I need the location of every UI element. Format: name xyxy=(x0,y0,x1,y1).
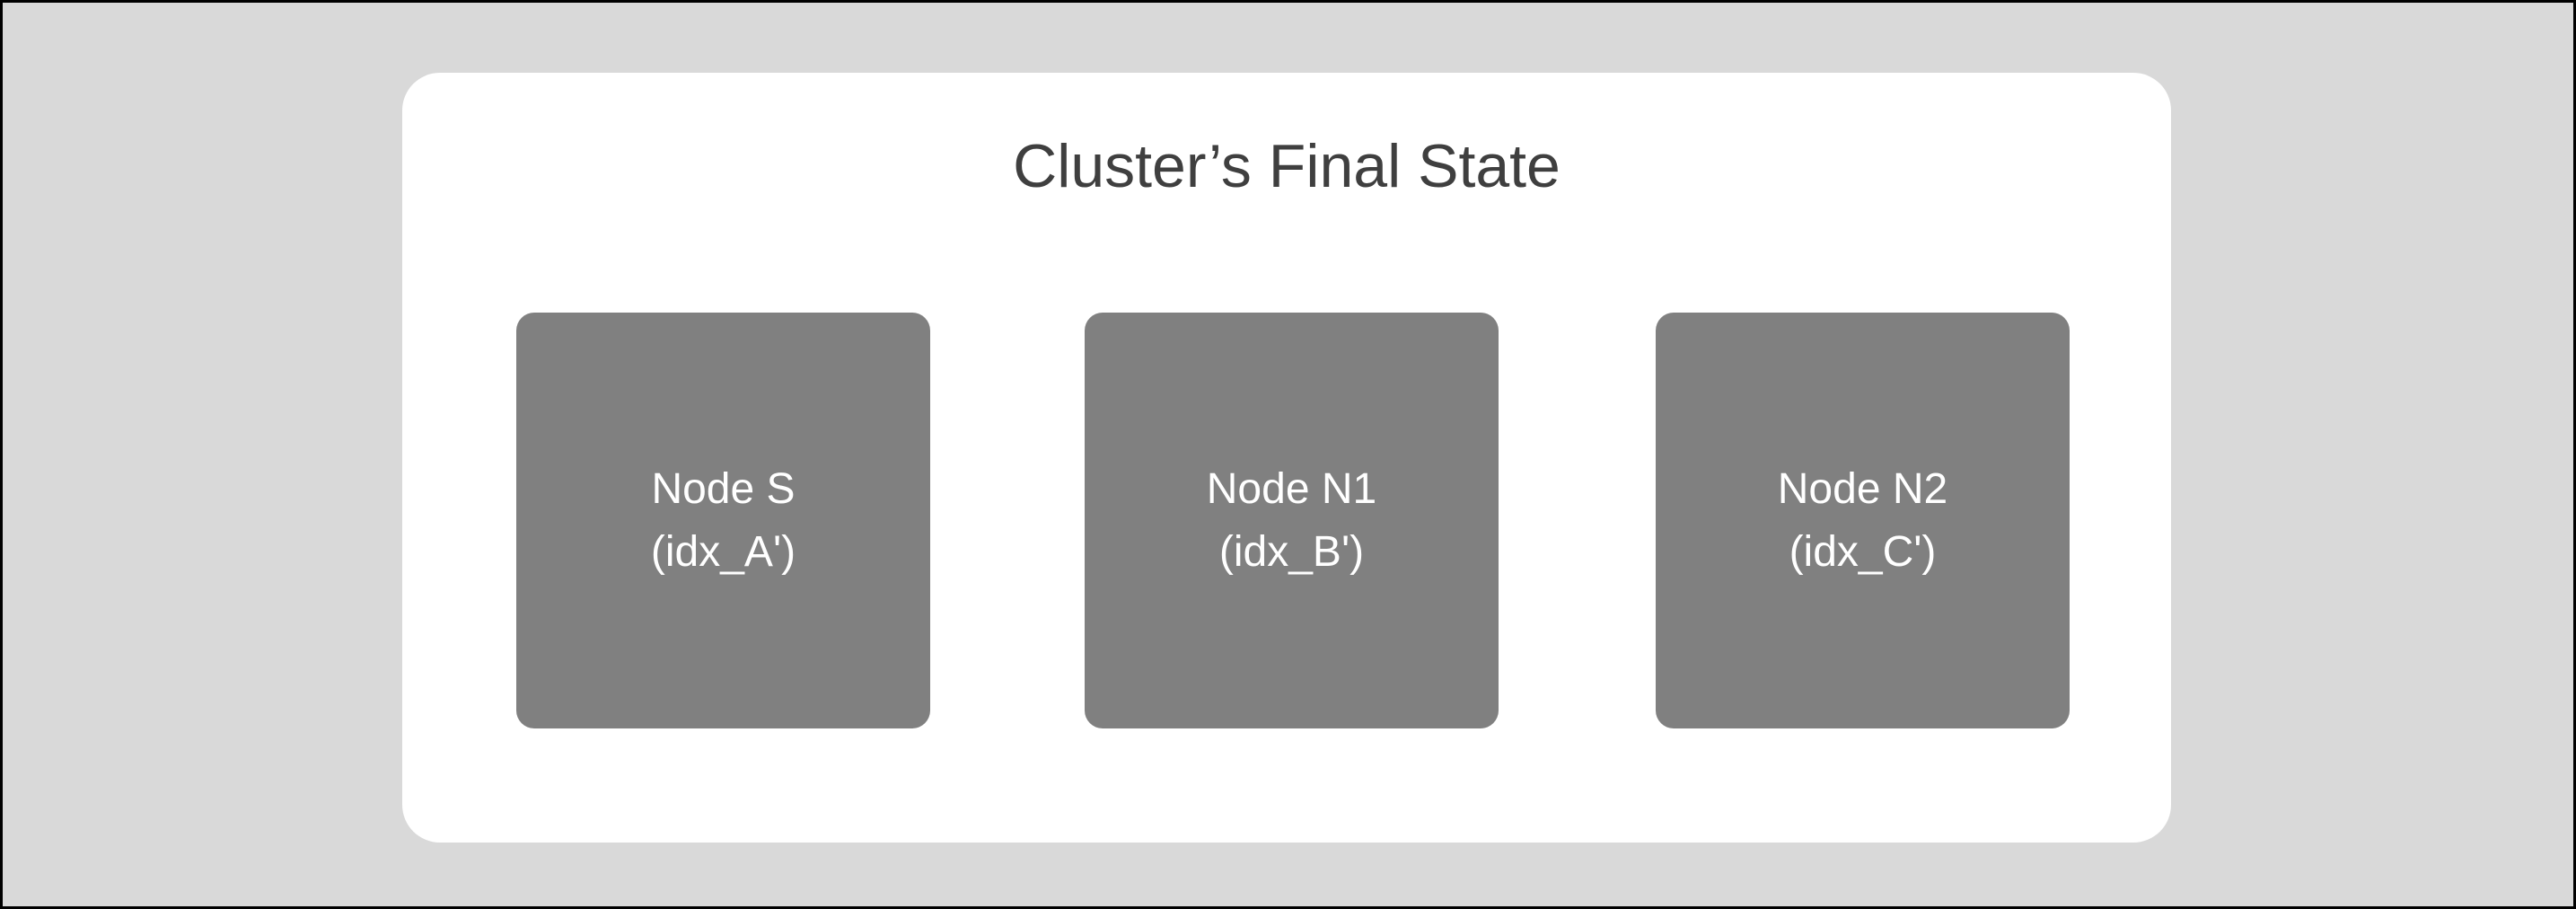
diagram-title: Cluster’s Final State xyxy=(1013,132,1561,200)
node-s-box: Node S (idx_A') xyxy=(516,313,930,728)
cluster-final-state-card: Cluster’s Final State Node S (idx_A') No… xyxy=(402,73,2171,843)
node-n2-index: (idx_C') xyxy=(1789,527,1937,576)
node-n2-box: Node N2 (idx_C') xyxy=(1656,313,2070,728)
node-n1-index: (idx_B') xyxy=(1218,527,1365,576)
node-n2-name: Node N2 xyxy=(1777,464,1948,513)
node-s-name: Node S xyxy=(651,464,796,513)
node-n1-box: Node N1 (idx_B') xyxy=(1085,313,1499,728)
node-n1-name: Node N1 xyxy=(1206,464,1377,513)
node-s-index: (idx_A') xyxy=(650,527,796,576)
